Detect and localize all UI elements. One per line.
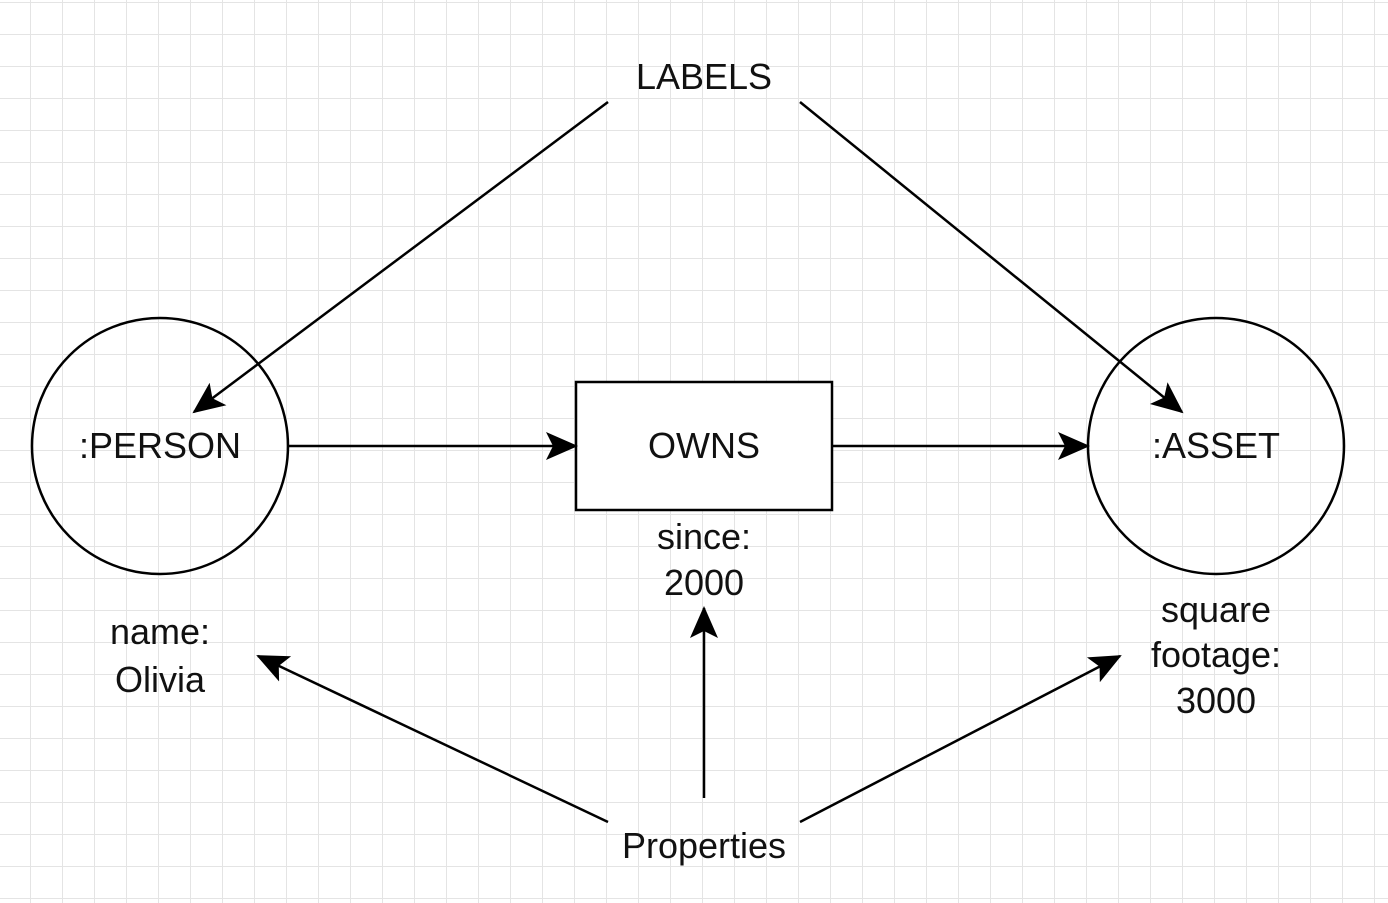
owns-property-key: since: <box>657 516 751 557</box>
asset-property-value: 3000 <box>1176 680 1256 721</box>
person-node-label: :PERSON <box>79 425 241 466</box>
owns-property-value: 2000 <box>664 562 744 603</box>
labels-to-asset-arrow <box>799 101 1184 414</box>
properties-to-asset-arrow <box>799 654 1122 824</box>
owns-relationship-box[interactable] <box>574 380 834 512</box>
labels-to-person-arrow <box>192 100 609 414</box>
labels-caption: LABELS <box>636 56 772 97</box>
properties-to-person-arrow <box>256 654 609 824</box>
owns-relationship-label: OWNS <box>648 425 760 466</box>
person-property-key: name: <box>110 611 210 652</box>
person-property-value: Olivia <box>115 659 206 700</box>
properties-caption: Properties <box>622 825 786 866</box>
asset-property-key-line1: square <box>1161 589 1271 630</box>
asset-property-key-line2: footage: <box>1151 634 1281 675</box>
asset-node-label: :ASSET <box>1152 425 1280 466</box>
